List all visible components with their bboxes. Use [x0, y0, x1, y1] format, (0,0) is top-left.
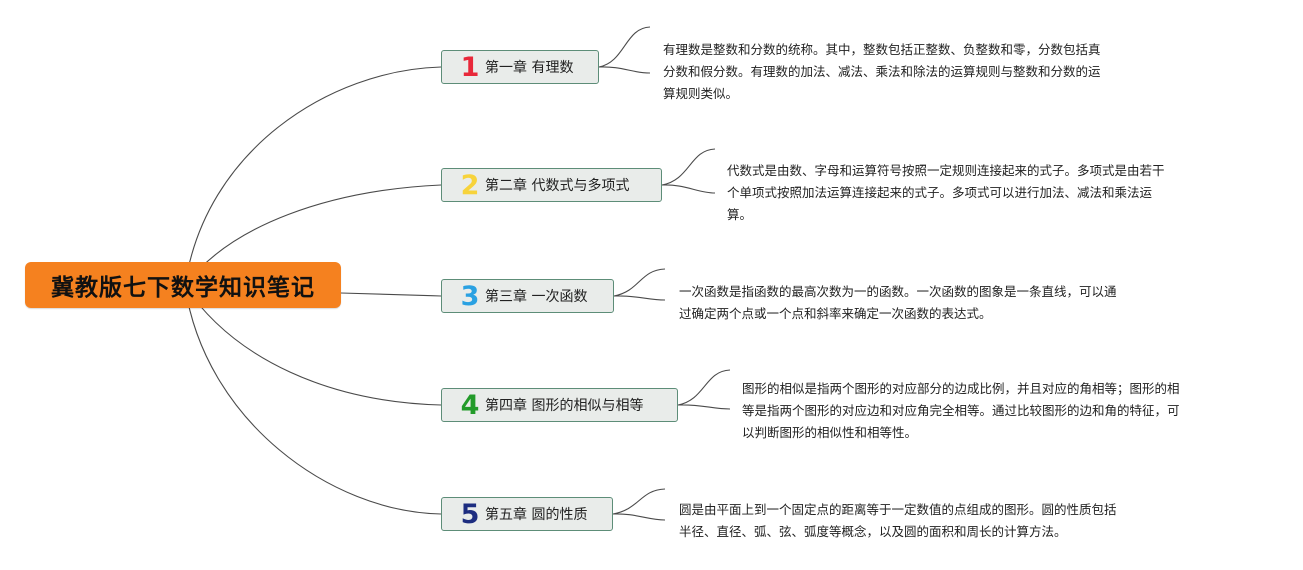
connector-desc-2	[661, 148, 716, 194]
chapter-1-description: 有理数是整数和分数的统称。其中，整数包括正整数、负整数和零，分数包括真 分数和假…	[663, 39, 1101, 105]
chapter-4-desc-line: 等是指两个图形的对应边和对应角完全相等。通过比较图形的边和角的特征，可	[742, 403, 1180, 418]
chapter-1-desc-line: 有理数是整数和分数的统称。其中，整数包括正整数、负整数和零，分数包括真	[663, 42, 1101, 57]
chapter-1-desc-line: 分数和假分数。有理数的加法、减法、乘法和除法的运算规则与整数和分数的运	[663, 64, 1101, 79]
chapter-2-number-icon: 2	[460, 169, 480, 201]
chapter-1-number-icon: 1	[460, 51, 480, 83]
connector-desc-3	[613, 268, 666, 301]
chapter-1-desc-line: 算规则类似。	[663, 86, 739, 101]
chapter-4-desc-line: 以判断图形的相似性和相等性。	[742, 425, 918, 440]
chapter-3-node[interactable]: 3 第三章 一次函数	[441, 279, 614, 313]
chapter-3-number-icon: 3	[460, 280, 480, 312]
chapter-5-desc-line: 圆是由平面上到一个固定点的距离等于一定数值的点组成的图形。圆的性质包括	[679, 502, 1117, 517]
chapter-4-title: 第四章 图形的相似与相等	[485, 398, 644, 414]
root-node[interactable]: 冀教版七下数学知识笔记	[25, 262, 341, 308]
connector-desc-4	[677, 369, 731, 410]
root-title: 冀教版七下数学知识笔记	[51, 275, 315, 301]
connector-desc-5	[612, 488, 666, 521]
chapter-4-description: 图形的相似是指两个图形的对应部分的边成比例，并且对应的角相等；图形的相 等是指两…	[742, 378, 1180, 444]
chapter-2-node[interactable]: 2 第二章 代数式与多项式	[441, 168, 662, 202]
connector-root-chapter-4	[184, 285, 442, 406]
chapter-2-description: 代数式是由数、字母和运算符号按照一定规则连接起来的式子。多项式是由若干 个单项式…	[727, 160, 1165, 226]
chapter-3-title: 第三章 一次函数	[485, 289, 588, 305]
chapter-3-description: 一次函数是指函数的最高次数为一的函数。一次函数的图象是一条直线，可以通 过确定两…	[679, 281, 1117, 325]
chapter-5-desc-line: 半径、直径、弧、弦、弧度等概念，以及圆的面积和周长的计算方法。	[679, 524, 1067, 539]
chapter-4-desc-line: 图形的相似是指两个图形的对应部分的边成比例，并且对应的角相等；图形的相	[742, 381, 1180, 396]
chapter-2-desc-line: 代数式是由数、字母和运算符号按照一定规则连接起来的式子。多项式是由若干	[727, 163, 1165, 178]
chapter-2-title: 第二章 代数式与多项式	[485, 178, 630, 194]
chapter-2-desc-line: 算。	[727, 207, 753, 222]
chapter-4-node[interactable]: 4 第四章 图形的相似与相等	[441, 388, 678, 422]
chapter-1-title: 第一章 有理数	[485, 60, 574, 76]
chapter-3-desc-line: 一次函数是指函数的最高次数为一的函数。一次函数的图象是一条直线，可以通	[679, 284, 1117, 299]
connector-root-chapter-5	[184, 285, 442, 515]
chapter-5-number-icon: 5	[460, 498, 480, 530]
connector-root-chapter-3	[340, 292, 442, 297]
chapter-3-desc-line: 过确定两个点或一个点和斜率来确定一次函数的表达式。	[679, 306, 992, 321]
chapter-5-description: 圆是由平面上到一个固定点的距离等于一定数值的点组成的图形。圆的性质包括 半径、直…	[679, 499, 1117, 543]
connector-desc-1	[598, 26, 651, 74]
connector-root-chapter-1	[184, 66, 442, 287]
chapter-4-number-icon: 4	[460, 389, 480, 421]
chapter-2-desc-line: 个单项式按照加法运算连接起来的式子。多项式可以进行加法、减法和乘法运	[727, 185, 1153, 200]
chapter-1-node[interactable]: 1 第一章 有理数	[441, 50, 599, 84]
chapter-5-node[interactable]: 5 第五章 圆的性质	[441, 497, 613, 531]
chapter-5-title: 第五章 圆的性质	[485, 507, 588, 523]
